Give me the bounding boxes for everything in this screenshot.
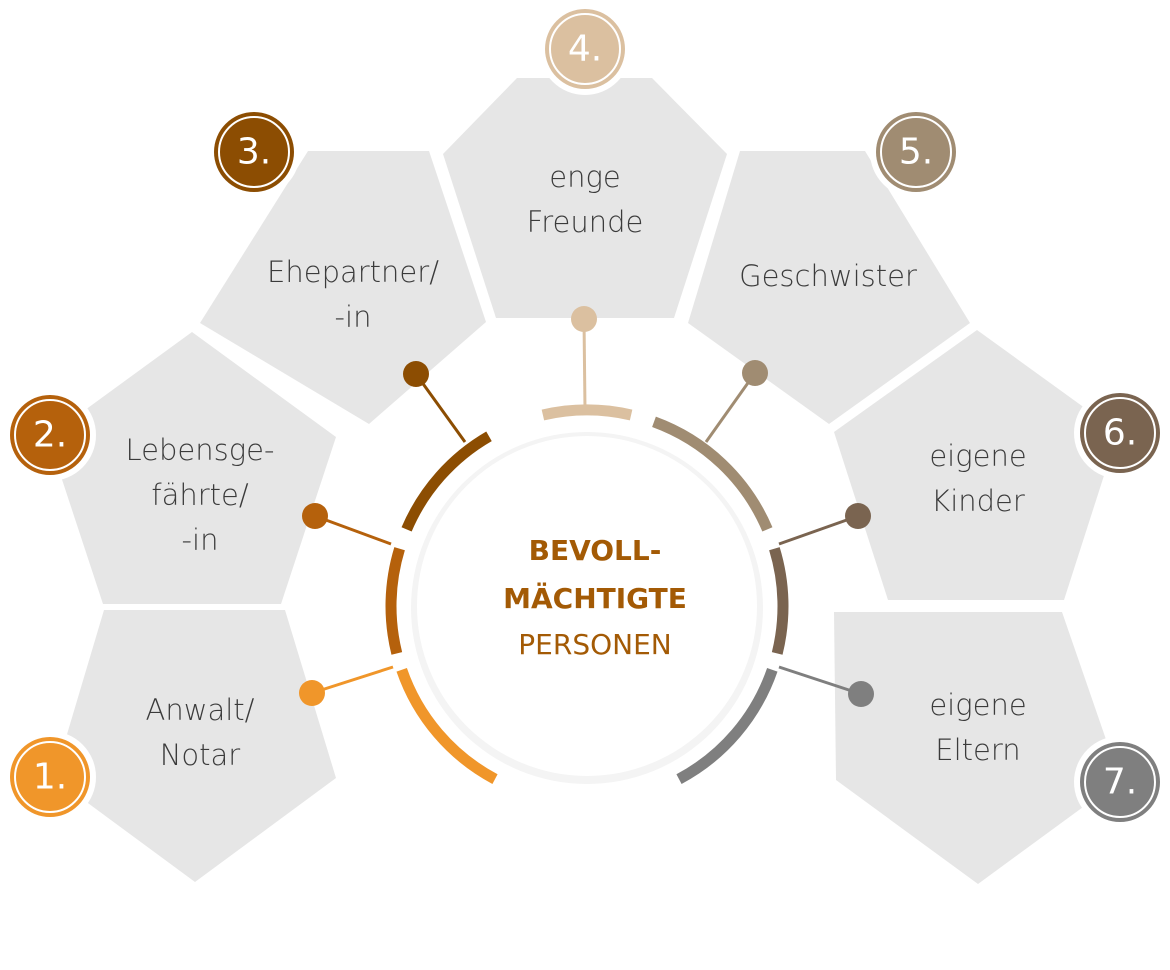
ring-segment-3 xyxy=(401,431,492,532)
ring-segment-6 xyxy=(769,547,789,655)
number-badge-2: 2. xyxy=(4,389,96,481)
pentagon-5 xyxy=(688,151,970,424)
badge-number-7: 7. xyxy=(1103,762,1137,803)
ring-segment-4 xyxy=(541,404,633,421)
connector-line-3 xyxy=(414,373,467,443)
pentagon-layer xyxy=(48,78,1120,884)
connector-dot-7 xyxy=(848,681,874,707)
connector-line-5 xyxy=(704,372,757,443)
connector-line-2 xyxy=(314,514,392,546)
number-badge-1: 1. xyxy=(4,731,96,823)
center-hub: BEVOLL- MÄCHTIGTE PERSONEN xyxy=(411,432,763,784)
badge-inner-ring-3 xyxy=(218,116,290,188)
connector-dot-3 xyxy=(403,361,429,387)
center-title-line2: MÄCHTIGTE xyxy=(503,581,687,615)
segment-label-7-line-1: eigene xyxy=(929,688,1026,722)
ring-segment-2 xyxy=(385,547,405,655)
connector-line-7 xyxy=(778,665,862,696)
badge-fill-3 xyxy=(214,112,294,192)
segment-label-4-line-2: Freunde xyxy=(527,205,644,239)
badge-fill-6 xyxy=(1080,393,1160,473)
segment-label-2-line-3: -in xyxy=(182,523,219,557)
ring-layer xyxy=(385,404,789,784)
badge-fill-1 xyxy=(10,737,90,817)
connector-dot-2 xyxy=(302,503,328,529)
ring-segment-1 xyxy=(396,667,498,784)
badge-number-6: 6. xyxy=(1103,413,1137,454)
badge-inner-ring-5 xyxy=(880,116,952,188)
pentagon-2 xyxy=(48,332,336,604)
badge-fill-7 xyxy=(1080,742,1160,822)
badge-number-1: 1. xyxy=(33,757,67,798)
connector-line-6 xyxy=(778,514,859,546)
center-circle xyxy=(417,436,757,776)
connector-layer xyxy=(299,306,874,707)
segment-label-2-line-1: Lebensge- xyxy=(126,433,275,467)
pentagon-6 xyxy=(834,330,1118,600)
segment-label-6-line-1: eigene xyxy=(929,439,1026,473)
number-badge-7: 7. xyxy=(1074,736,1166,828)
ring-segment-5 xyxy=(652,416,773,532)
segment-label-3-line-1: Ehepartner/ xyxy=(267,255,439,289)
pentagon-1 xyxy=(54,610,336,882)
segment-label-5: Geschwister xyxy=(739,259,917,293)
number-badge-6: 6. xyxy=(1074,387,1166,479)
segment-label-4-line-1: enge xyxy=(549,160,620,194)
pentagon-3 xyxy=(200,151,486,424)
badge-inner-ring-6 xyxy=(1084,397,1156,469)
segment-label-2: Lebensge-fährte/ -in xyxy=(126,433,275,557)
segment-label-7-line-2: Eltern xyxy=(935,733,1020,767)
center-title-line1: BEVOLL- xyxy=(529,534,662,567)
connector-line-1 xyxy=(311,665,394,695)
segment-label-6-line-2: Kinder xyxy=(931,484,1025,518)
badge-inner-ring-4 xyxy=(549,13,621,85)
pentagon-4 xyxy=(443,78,727,318)
connector-dot-6 xyxy=(845,503,871,529)
number-badge-3: 3. xyxy=(208,106,300,198)
number-badge-5: 5. xyxy=(870,106,962,198)
segment-label-1-line-1: Anwalt/ xyxy=(146,693,255,727)
pentagon-7 xyxy=(834,612,1120,884)
ring-segment-7 xyxy=(676,667,778,784)
connector-line-4 xyxy=(582,318,587,411)
badge-number-2: 2. xyxy=(33,415,67,456)
center-title-line3: PERSONEN xyxy=(518,628,671,661)
badge-fill-5 xyxy=(876,112,956,192)
badge-inner-ring-7 xyxy=(1084,746,1156,818)
segment-label-2-line-2: fährte/ xyxy=(151,478,248,512)
segment-label-1: Anwalt/Notar xyxy=(146,693,255,772)
segment-label-3-line-2: -in xyxy=(335,300,372,334)
connector-dot-1 xyxy=(299,680,325,706)
segment-label-5-line-1: Geschwister xyxy=(739,259,917,293)
connector-dot-5 xyxy=(742,360,768,386)
badge-inner-ring-2 xyxy=(14,399,86,471)
label-layer: Anwalt/NotarLebensge-fährte/-inEhepartne… xyxy=(126,160,1027,772)
badge-fill-2 xyxy=(10,395,90,475)
number-badge-4: 4. xyxy=(539,3,631,95)
badge-fill-4 xyxy=(545,9,625,89)
badge-layer: 1. 2. 3. 4. 5. 6. 7. xyxy=(4,3,1166,828)
badge-inner-ring-1 xyxy=(14,741,86,813)
segment-label-3: Ehepartner/ -in xyxy=(267,255,439,334)
segment-label-1-line-2: Notar xyxy=(160,738,241,772)
connector-dot-4 xyxy=(571,306,597,332)
badge-number-3: 3. xyxy=(237,132,271,173)
badge-number-5: 5. xyxy=(899,132,933,173)
badge-number-4: 4. xyxy=(568,29,602,70)
